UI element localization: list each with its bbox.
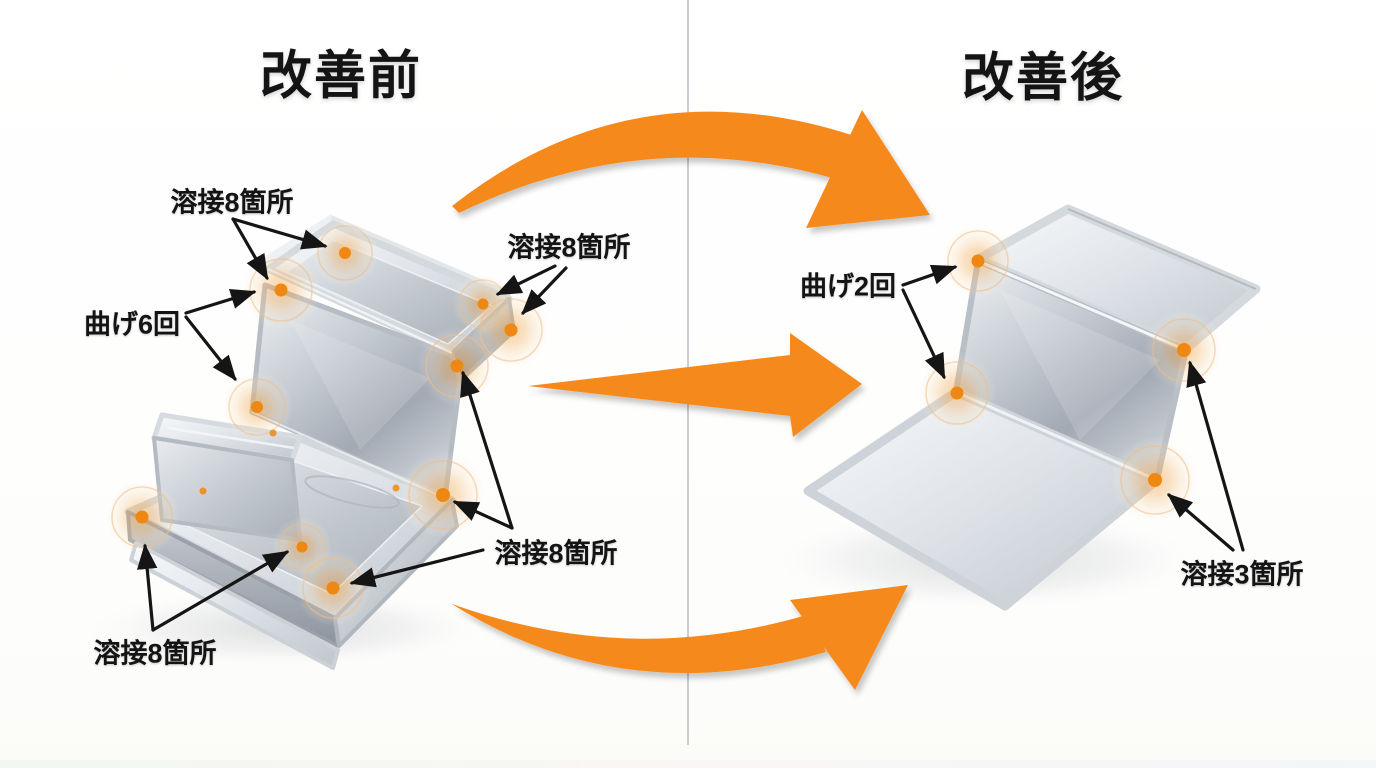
arrow-weld3-1 xyxy=(1186,360,1245,552)
arrow-weld-tl-1 xyxy=(231,217,328,250)
after-middle-sheen xyxy=(1000,290,1160,440)
bottom-strip xyxy=(0,760,1376,768)
arrow-weld-mr-2 xyxy=(452,500,514,530)
arrow-weld-tr-1 xyxy=(495,264,557,296)
arrow-weld-mr-3 xyxy=(349,548,485,588)
arrow-weld-mr-1 xyxy=(460,370,514,530)
annotation-arrows xyxy=(136,217,1245,632)
title-after: 改善後 xyxy=(961,49,1125,108)
arrow-weld-bl-1 xyxy=(136,543,158,632)
arrow-bend2-1 xyxy=(901,264,958,287)
transform-arrow-top-icon xyxy=(452,110,930,228)
arrow-bend6-1 xyxy=(184,289,257,315)
label-weld-mid-right: 溶接8箇所 xyxy=(494,538,618,569)
label-weld-top-left: 溶接8箇所 xyxy=(170,187,294,218)
floor-emboss xyxy=(304,475,400,509)
arrow-weld-tr-2 xyxy=(521,266,568,315)
label-weld-after: 溶接3箇所 xyxy=(1180,559,1304,590)
rivet-dots xyxy=(199,429,400,495)
transform-arrow-bottom-icon xyxy=(447,585,908,690)
weld-dots-after xyxy=(950,254,1191,487)
after-back-edge xyxy=(1067,208,1257,290)
bottom-flange xyxy=(129,541,340,670)
title-before: 改善前 xyxy=(259,47,423,106)
weld-dots-before xyxy=(135,247,518,595)
transform-arrow-middle-icon xyxy=(528,333,862,437)
arrow-weld-bl-2 xyxy=(151,550,290,632)
label-bend-before: 曲げ6回 xyxy=(83,309,181,340)
arrow-bend6-2 xyxy=(184,315,237,382)
panel-sheen xyxy=(290,320,430,450)
label-bend-after: 曲げ2回 xyxy=(799,271,897,302)
transform-arrows xyxy=(447,110,930,690)
label-weld-bottom-left: 溶接8箇所 xyxy=(93,638,217,669)
arrow-weld-tl-2 xyxy=(231,217,269,281)
arrow-bend2-2 xyxy=(901,288,946,380)
small-tray-edge-highlight xyxy=(167,426,295,450)
label-weld-top-right: 溶接8箇所 xyxy=(507,232,631,263)
arrow-weld3-2 xyxy=(1167,493,1235,552)
